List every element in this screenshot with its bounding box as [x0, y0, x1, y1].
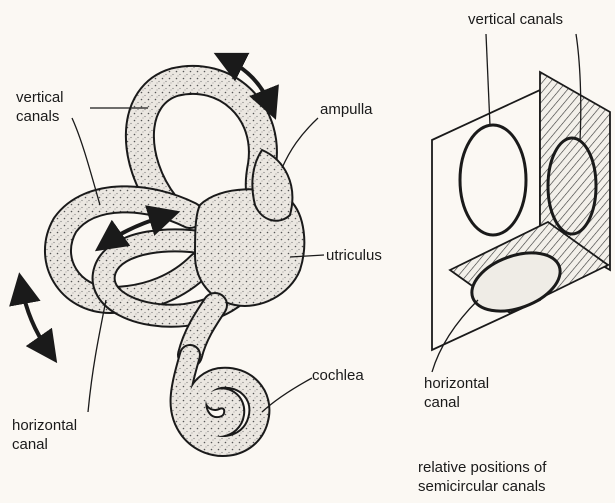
label-horizontal-canal-left: horizontal canal	[12, 416, 77, 454]
label-vertical-canals-left: vertical canals	[16, 88, 64, 126]
leader-ampulla	[282, 118, 318, 168]
cochlea-spiral	[181, 355, 260, 446]
planes-diagram	[432, 34, 610, 372]
leader-vertical-canals-right-1	[486, 34, 490, 126]
ampulla-bulge	[252, 150, 292, 221]
label-horizontal-canal-right: horizontal canal	[424, 374, 489, 412]
inner-ear-illustration	[22, 60, 324, 446]
rotation-arrow-left	[22, 288, 48, 350]
label-ampulla: ampulla	[320, 100, 373, 119]
label-vertical-canals-right: vertical canals	[468, 10, 563, 29]
vertical-plane-front	[432, 90, 540, 350]
leader-horizontal-canal	[88, 300, 106, 412]
diagram-caption: relative positions of semicircular canal…	[418, 458, 546, 496]
label-utriculus: utriculus	[326, 246, 382, 265]
label-cochlea: cochlea	[312, 366, 364, 385]
